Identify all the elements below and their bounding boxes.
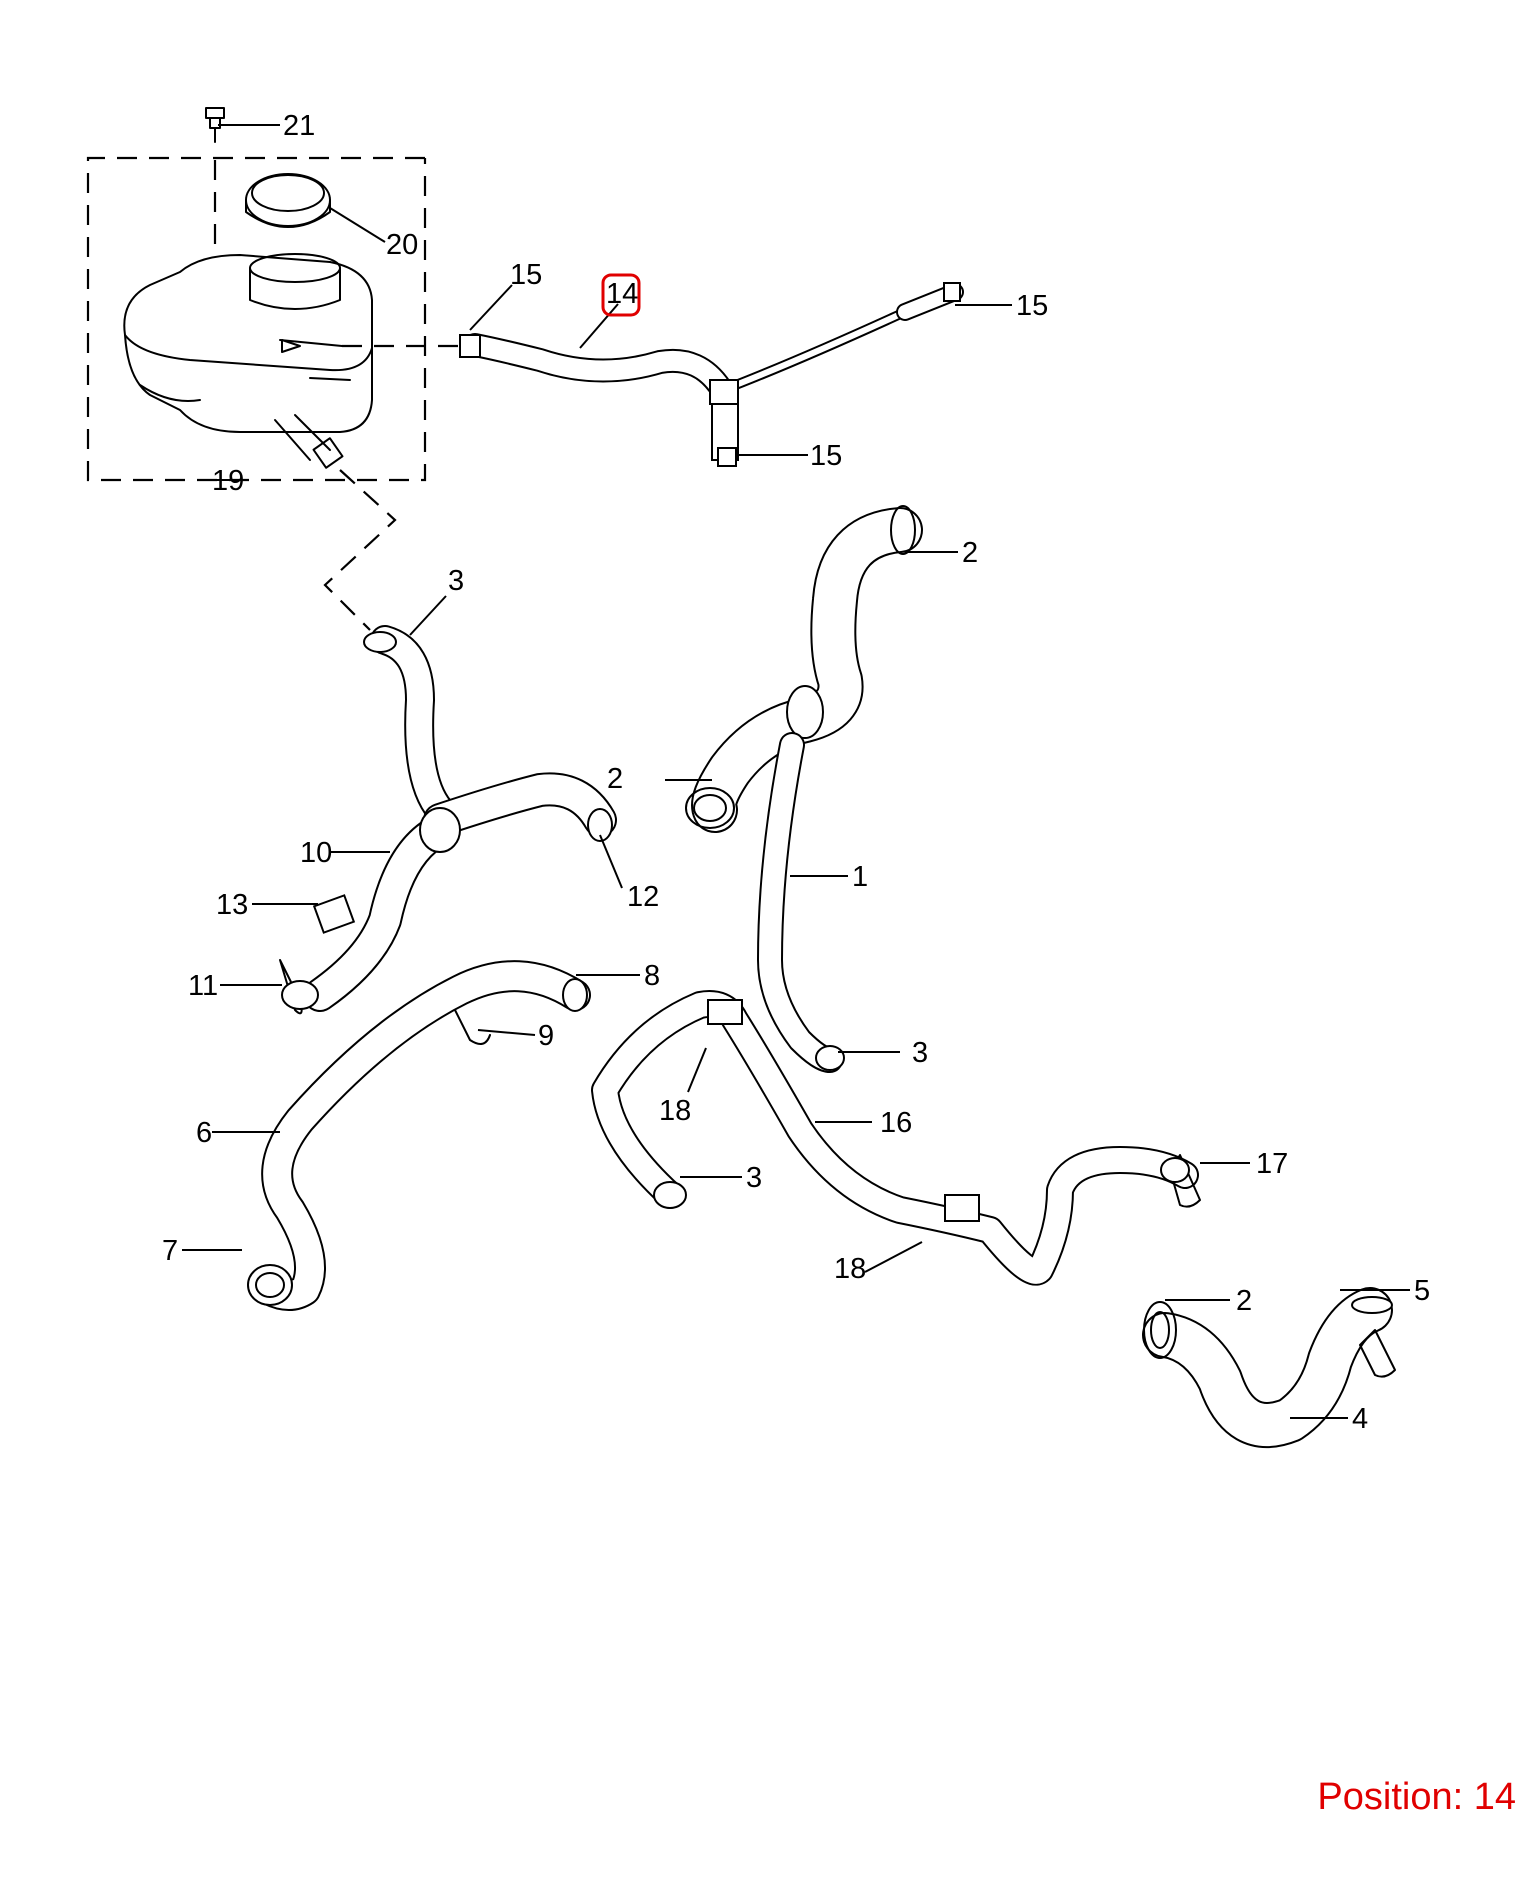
hose-1 [757,732,845,1073]
callout-8: 8 [644,960,660,992]
position-label: Position: 14 [1317,1776,1516,1818]
reservoir-cap-20 [245,173,331,228]
callout-14: 14 [606,278,638,310]
callout-5: 5 [1414,1275,1430,1307]
callout-2-mid: 2 [607,763,623,795]
callout-15-bottom: 15 [810,440,842,472]
callout-1: 1 [852,861,868,893]
callout-2-top: 2 [962,537,978,569]
hose-14 [459,282,964,467]
callout-12: 12 [627,881,659,913]
callout-19: 19 [212,465,244,497]
callout-11: 11 [188,970,218,1002]
callout-16: 16 [880,1107,912,1139]
reservoir-assembly-box [86,156,427,482]
callout-labels: 21 20 19 15 14 15 15 2 3 2 10 12 1 13 11… [162,110,1430,1435]
callout-leaders [182,124,1410,1419]
callout-18-bottom: 18 [834,1253,866,1285]
hose-group-10 [279,625,617,1015]
callout-3-top: 3 [448,565,464,597]
callout-4: 4 [1352,1403,1368,1435]
coolant-reservoir-19 [123,253,373,469]
hose-6 [247,960,591,1311]
callout-3-low: 3 [746,1162,762,1194]
hose-16 [591,990,1201,1286]
callout-15-right: 15 [1016,290,1048,322]
callout-6: 6 [196,1117,212,1149]
callout-10: 10 [300,837,332,869]
callout-3-mid: 3 [912,1037,928,1069]
hose-4 [1142,1287,1396,1448]
callout-7: 7 [162,1235,178,1267]
hose-2-upper [685,505,923,833]
callout-2-low: 2 [1236,1285,1252,1317]
callout-13: 13 [216,889,248,921]
highlight-box-14 [601,273,641,317]
callout-20: 20 [386,229,418,261]
callout-9: 9 [538,1020,554,1052]
callout-15-left: 15 [510,259,542,291]
callout-18-top: 18 [659,1095,691,1127]
callout-17: 17 [1256,1148,1288,1180]
callout-21: 21 [283,110,315,142]
bolt-21 [205,107,225,143]
